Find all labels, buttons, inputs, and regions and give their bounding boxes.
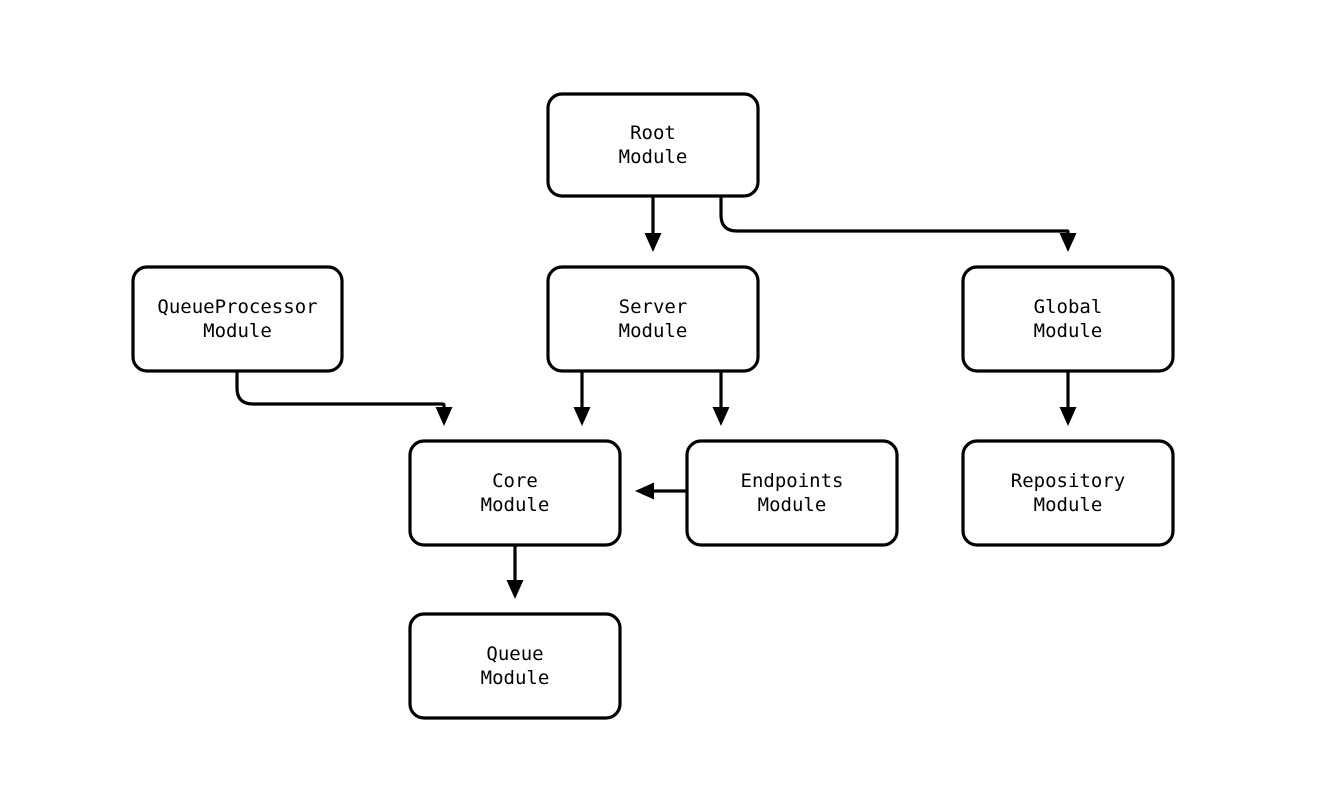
queueprocessor-module-box[interactable] xyxy=(131,265,344,373)
edge-root-to-global-line xyxy=(719,196,1070,234)
core-module-box[interactable] xyxy=(408,439,622,547)
server-module-label-line1: Server xyxy=(619,296,688,318)
edge-global-to-repository xyxy=(1059,371,1077,426)
server-module-box[interactable] xyxy=(546,265,760,373)
root-module-label-line2: Module xyxy=(619,145,688,167)
edge-root-to-server xyxy=(644,196,662,252)
queue-module-label-line2: Module xyxy=(481,666,550,688)
edge-root-to-global-arrowhead-icon xyxy=(1059,233,1077,252)
queueprocessor-module-label-line1: QueueProcessor xyxy=(157,296,317,318)
edge-global-to-repository-arrowhead-icon xyxy=(1059,407,1077,426)
queue-module-box[interactable] xyxy=(408,612,622,720)
edge-queueprocessor-to-core-arrowhead-icon xyxy=(435,407,453,426)
core-module-label-line1: Core xyxy=(492,470,538,492)
server-module-label-line2: Module xyxy=(619,319,688,341)
root-module-box[interactable] xyxy=(546,92,760,198)
repository-module-label-line2: Module xyxy=(1034,493,1103,515)
edge-core-to-queue-arrowhead-icon xyxy=(506,580,524,599)
edge-queueprocessor-to-core xyxy=(235,371,453,426)
global-module-box[interactable] xyxy=(961,265,1175,373)
repository-module-label-line1: Repository xyxy=(1011,470,1125,492)
edge-endpoints-to-core xyxy=(635,482,687,500)
core-module-label-line2: Module xyxy=(481,493,550,515)
edge-server-to-core-arrowhead-icon xyxy=(573,407,591,426)
edge-server-to-endpoints xyxy=(712,371,730,426)
repository-module-box[interactable] xyxy=(961,439,1175,547)
edge-root-to-server-arrowhead-icon xyxy=(644,233,662,252)
root-module-label-line1: Root xyxy=(630,122,676,144)
edge-core-to-queue xyxy=(506,545,524,599)
endpoints-module-label-line2: Module xyxy=(758,493,827,515)
global-module-label-line2: Module xyxy=(1034,319,1103,341)
edge-endpoints-to-core-arrowhead-icon xyxy=(635,482,654,500)
edges-layer xyxy=(235,196,1077,599)
edge-root-to-global xyxy=(719,196,1077,252)
endpoints-module-label-line1: Endpoints xyxy=(741,470,844,492)
edge-server-to-endpoints-arrowhead-icon xyxy=(712,407,730,426)
queue-module-label-line1: Queue xyxy=(486,643,543,665)
endpoints-module-box[interactable] xyxy=(685,439,899,547)
queueprocessor-module-label-line2: Module xyxy=(203,319,272,341)
edge-queueprocessor-to-core-line xyxy=(235,371,446,408)
edge-server-to-core xyxy=(573,371,591,426)
global-module-label-line1: Global xyxy=(1034,296,1103,318)
